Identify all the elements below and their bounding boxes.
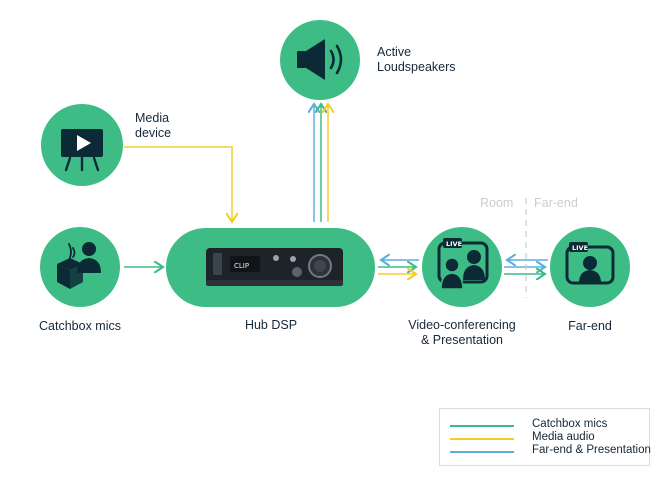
media-node xyxy=(41,104,123,186)
catchbox-label: Catchbox mics xyxy=(39,319,121,333)
live-badge: LIVE xyxy=(572,244,588,252)
speakers-label-line2: Loudspeakers xyxy=(377,60,456,74)
media-label: Media device xyxy=(135,111,171,141)
legend-label: Media audio xyxy=(532,431,595,443)
live-monitor-icon: LIVE xyxy=(565,242,615,285)
video-label-line1: Video-conferencing xyxy=(408,318,516,332)
live-badge: LIVE xyxy=(446,240,462,248)
speaker-icon xyxy=(297,39,343,80)
legend: Catchbox mics Media audio Far-end & Pres… xyxy=(439,408,651,466)
farend-node: LIVE xyxy=(550,227,630,307)
projector-icon xyxy=(61,129,103,172)
connectors xyxy=(124,104,548,298)
hub-device-icon: CLIP xyxy=(206,248,343,286)
catchbox-mic-icon xyxy=(57,242,101,289)
legend-swatch xyxy=(450,451,514,453)
legend-swatch xyxy=(450,425,514,427)
hub-node: CLIP xyxy=(166,228,375,307)
zone-farend-label: Far-end xyxy=(534,196,578,210)
media-audio-line xyxy=(124,146,232,222)
legend-label: Catchbox mics xyxy=(532,418,608,430)
speakers-label: Active Loudspeakers xyxy=(377,45,456,75)
legend-swatch xyxy=(450,438,514,440)
video-node: LIVE xyxy=(422,227,502,307)
video-label-line2: & Presentation xyxy=(420,333,503,347)
farend-label: Far-end xyxy=(568,319,612,333)
video-label: Video-conferencing & Presentation xyxy=(408,318,515,348)
speakers-label-line1: Active xyxy=(377,45,412,59)
live-monitor-icon: LIVE xyxy=(437,238,489,290)
zone-room-label: Room xyxy=(480,196,514,210)
hub-screen-text: CLIP xyxy=(234,262,249,270)
legend-label: Far-end & Presentation xyxy=(532,444,651,456)
hub-label: Hub DSP xyxy=(244,318,298,332)
media-label-line1: Media xyxy=(135,111,170,125)
catchbox-node xyxy=(40,227,120,307)
speakers-node xyxy=(280,20,360,100)
media-label-line2: device xyxy=(135,126,172,140)
